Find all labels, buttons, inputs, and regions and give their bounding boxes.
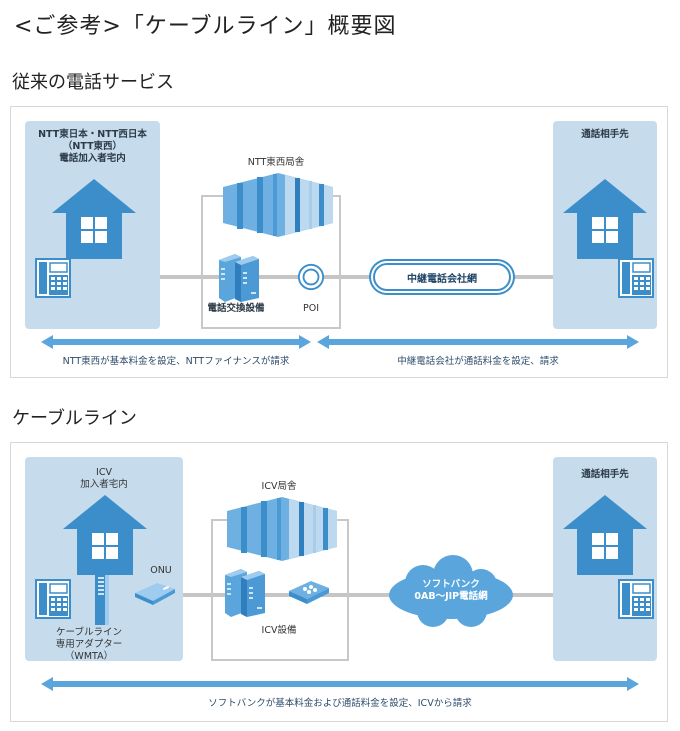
onu-label: ONU [150, 565, 172, 576]
billing-note-calls: 中継電話会社が通話料金を設定、請求 [397, 356, 559, 367]
adapter-icon [93, 573, 109, 625]
poi-ring-icon [297, 263, 325, 291]
server-icon [223, 567, 267, 617]
building-icon [223, 173, 333, 237]
billing-arrow-calls [317, 335, 639, 349]
switch-equipment-label: 電話交換設備 [207, 303, 265, 314]
destination-label: 通話相手先 [581, 469, 629, 480]
diagram-traditional: NTT東日本・NTT西日本 （NTT東西） 電話加入者宅内 NTT東西局舎 電話… [10, 106, 668, 378]
section-heading-cableline: ケーブルライン [12, 408, 137, 429]
subscriber-label: ICV 加入者宅内 [80, 467, 128, 490]
connection-line [71, 593, 631, 597]
softbank-network-label: ソフトバンク 0AB～JIP電話網 [414, 579, 488, 602]
destination-box: 通話相手先 [553, 457, 657, 661]
building-icon [227, 497, 337, 561]
telephone-icon [35, 579, 71, 619]
house-icon [563, 495, 647, 575]
house-icon [52, 179, 136, 259]
destination-box: 通話相手先 [553, 121, 657, 329]
subscriber-premises-box: NTT東日本・NTT西日本 （NTT東西） 電話加入者宅内 [25, 121, 160, 329]
telephone-icon [35, 258, 71, 298]
house-icon [563, 179, 647, 259]
onu-icon [135, 581, 175, 605]
subscriber-label: NTT東日本・NTT西日本 （NTT東西） 電話加入者宅内 [38, 129, 147, 164]
server-icon [217, 252, 261, 302]
destination-label: 通話相手先 [581, 129, 629, 140]
poi-label: POI [302, 303, 319, 314]
billing-note: ソフトバンクが基本料金および通話料金を設定、ICVから請求 [208, 698, 472, 709]
billing-note-basic: NTT東西が基本料金を設定、NTTファイナンスが請求 [62, 356, 290, 367]
cloud-icon [389, 555, 513, 627]
subscriber-premises-box: ICV 加入者宅内 ONU ケーブルライン 専用アダプター （WMTA） [25, 457, 183, 662]
connection-line [71, 275, 631, 279]
router-icon [289, 579, 329, 605]
diagram-cableline: ICV 加入者宅内 ONU ケーブルライン 専用アダプター （WMTA） ICV… [10, 442, 668, 722]
relay-network-label: 中継電話会社網 [407, 273, 477, 285]
telephone-icon [618, 258, 654, 298]
house-icon [63, 495, 147, 575]
office-label: ICV局舎 [261, 481, 297, 492]
page-title: <ご参考>「ケーブルライン」概要図 [14, 14, 397, 39]
equipment-label: ICV設備 [261, 625, 297, 636]
office-label: NTT東西局舎 [247, 157, 305, 168]
relay-network: 中継電話会社網 [373, 263, 511, 291]
billing-arrow [41, 677, 639, 691]
billing-arrow-basic [41, 335, 311, 349]
telephone-icon [618, 579, 654, 619]
section-heading-traditional: 従来の電話サービス [12, 72, 174, 93]
adapter-label: ケーブルライン 専用アダプター （WMTA） [55, 627, 123, 662]
